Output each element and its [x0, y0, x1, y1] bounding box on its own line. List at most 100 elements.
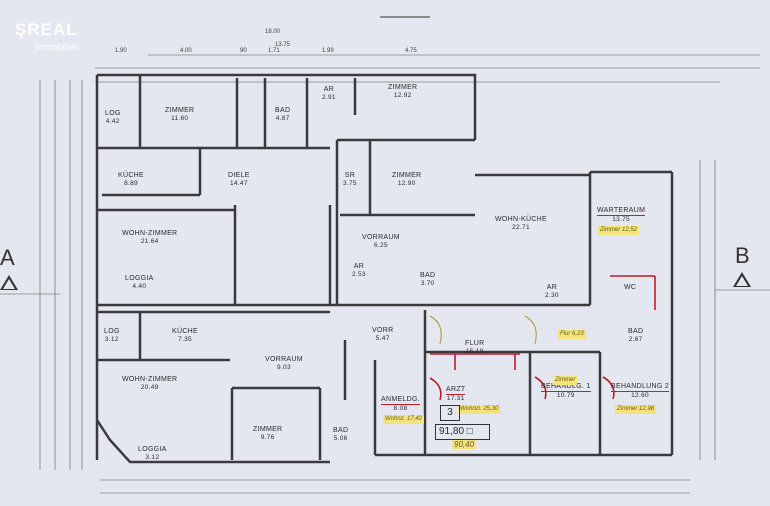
room-name: BAD: [628, 328, 644, 335]
room-name: WARTERAUM: [597, 207, 646, 216]
room-area: 12.60: [631, 392, 649, 399]
room-area: 12.90: [397, 180, 416, 187]
room-name: VORRAUM: [362, 234, 400, 241]
room-name: DIELE: [228, 172, 250, 179]
room-area: 7.35: [178, 336, 192, 343]
room-area: 13.75: [612, 216, 630, 223]
room-area: 6.25: [374, 242, 388, 249]
room-name: KÜCHE: [172, 328, 199, 335]
dimension-segment: 1.71: [268, 48, 280, 54]
dimension-total: 18.00: [265, 29, 281, 35]
room-area: 2.53: [352, 271, 366, 278]
room-area: 9.76: [260, 434, 275, 441]
annotation-warteraum: Zimmer 12,52: [598, 226, 640, 235]
room-name: WC: [624, 284, 637, 291]
room-name: ZIMMER: [392, 172, 422, 179]
room-name: ZIMMER: [388, 84, 418, 91]
unit-area: 91,80 □: [435, 424, 490, 440]
room-area: 3.75: [343, 180, 357, 187]
room-area: 15.18: [465, 348, 484, 355]
room-area: 10.79: [556, 392, 575, 399]
room-name: WOHN-ZIMMER: [122, 376, 178, 383]
room-name: AR: [546, 284, 558, 291]
room-name: FLUR: [465, 340, 485, 347]
brand-logo-subtitle: Immobilien: [35, 42, 79, 52]
room-label: WC: [624, 284, 636, 292]
room-area: 4.87: [275, 115, 290, 122]
unit-number: 3: [440, 405, 460, 421]
room-area: 12.92: [393, 92, 412, 99]
dimension-segment: 1.99: [322, 48, 334, 54]
room-area: 5.06: [333, 435, 348, 442]
room-area: 2.91: [322, 94, 336, 101]
section-triangle-icon: [733, 272, 751, 287]
annotation-arzt: Wohnzi. 25,30: [458, 405, 501, 414]
room-name: WOHN-KÜCHE: [495, 216, 547, 223]
room-name: ZIMMER: [253, 426, 283, 433]
brand-logo: ŞREAL: [15, 20, 78, 39]
room-name: AR: [353, 263, 365, 270]
dimension-segment: 4.75: [405, 48, 417, 54]
room-area: 17.31: [446, 395, 465, 402]
room-name: ANMELDG.: [381, 396, 420, 405]
section-triangle-icon: [0, 275, 18, 290]
room-area: 21.64: [140, 238, 159, 245]
room-area: 4.42: [105, 118, 120, 125]
dimension-segment: 90: [240, 48, 247, 54]
dimension-segment: 4.00: [180, 48, 192, 54]
room-name: ARZT: [446, 386, 466, 395]
room-area: 3.70: [420, 280, 435, 287]
room-name: BAD: [420, 272, 436, 279]
room-name: LOG: [104, 328, 120, 335]
room-name: WOHN-ZIMMER: [122, 230, 178, 237]
annotation-total: 90,40: [452, 440, 477, 449]
room-name: BEHANDLUNG 2: [611, 383, 670, 392]
room-area: 8.08: [393, 405, 408, 412]
room-area: 3.12: [145, 454, 160, 461]
room-area: 14.47: [229, 180, 248, 187]
room-name: ZIMMER: [165, 107, 195, 114]
room-area: 9.03: [277, 364, 291, 371]
room-name: SR: [344, 172, 356, 179]
room-area: 22.71: [512, 224, 530, 231]
room-name: BAD: [275, 107, 291, 114]
room-area: 20.49: [140, 384, 159, 391]
room-area: 5.47: [375, 335, 390, 342]
annotation-flur: Flur 6,23: [558, 330, 586, 339]
room-name: BEHANDLG. 1: [541, 383, 591, 392]
room-name: KÜCHE: [118, 172, 145, 179]
room-name: AR: [323, 86, 335, 93]
dimension-inner: 13.75: [275, 42, 291, 48]
room-area: 8.89: [124, 180, 138, 187]
room-area: 2.30: [545, 292, 559, 299]
section-marker-b: B: [735, 243, 750, 268]
room-area: 11.60: [171, 115, 189, 122]
annotation-behandlung2: Zimmer 12,98: [615, 405, 657, 414]
